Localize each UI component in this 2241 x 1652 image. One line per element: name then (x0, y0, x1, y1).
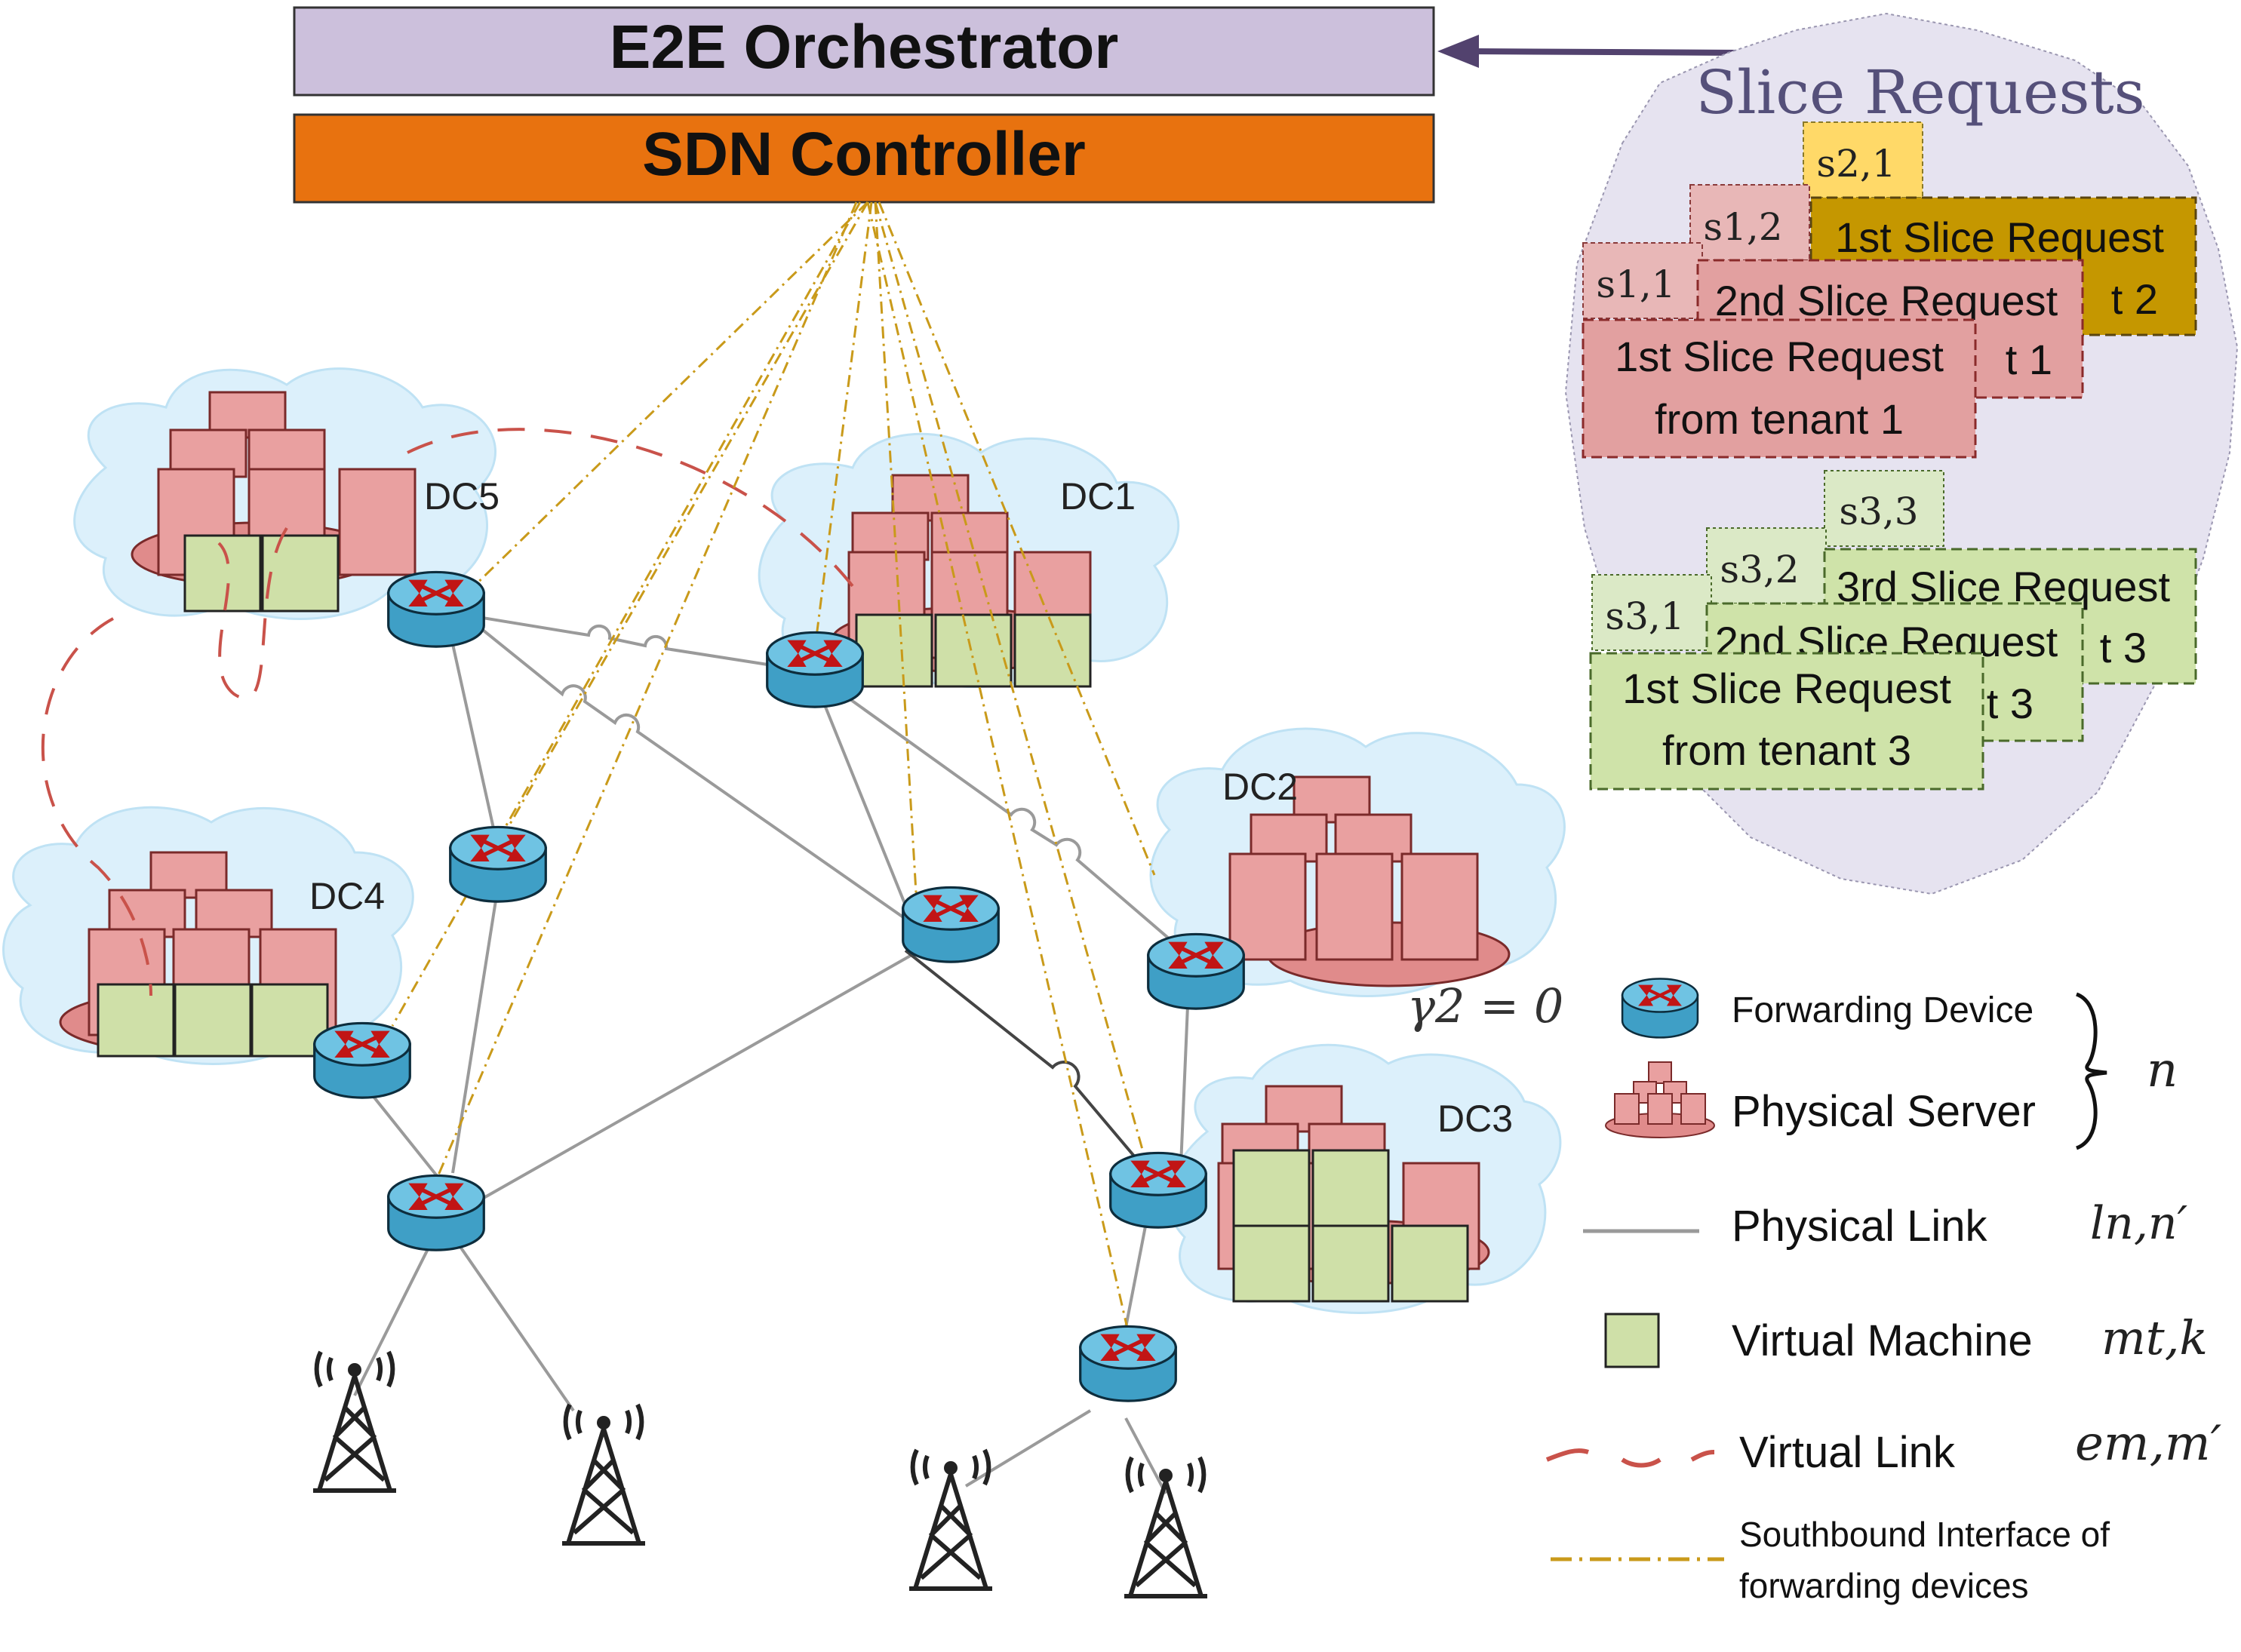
dc5-label: DC5 (424, 475, 500, 517)
legend-n-symbol: n (2147, 1042, 2178, 1098)
virtual-machine (174, 983, 252, 1058)
s33-box (1824, 470, 1944, 547)
legend-virtual-link: Virtual Link (1739, 1428, 1956, 1477)
virtual-machine (1232, 1149, 1311, 1227)
base-stations (313, 1352, 1207, 1596)
physical-server-icon (1605, 1061, 1715, 1138)
request-arrow (1437, 35, 1751, 68)
virtual-links (41, 428, 862, 996)
antenna-icon (562, 1405, 645, 1543)
datacenter-labels: DC1 DC2 DC3 DC4 DC5 (309, 475, 1513, 1140)
s21-box (1803, 121, 1923, 198)
router-bottom-right (1081, 1326, 1176, 1401)
virtual-machine (1232, 1224, 1311, 1303)
southbound-links (391, 201, 1156, 1332)
s31-label: s3,1 (1605, 594, 1684, 638)
dc2-label: DC2 (1222, 766, 1298, 808)
legend: Forwarding Device Physical Server n Phys… (1545, 979, 2222, 1605)
legend-virtual-link-symbol: em,m′ (2075, 1416, 2222, 1472)
tenant3-request-1 (1589, 652, 1984, 791)
tenant3-req1-line1: 1st Slice Request (1622, 665, 1951, 712)
dc1-label: DC1 (1060, 475, 1136, 517)
legend-physical-server: Physical Server (1732, 1087, 2036, 1136)
s32-label: s3,2 (1720, 548, 1799, 591)
tenant1-req2-tail: t 1 (2006, 336, 2052, 383)
server-unit (1228, 852, 1307, 961)
slice-request-panel: Slice Requests s2,1 1st Slice Request t … (1564, 12, 2239, 895)
virtual-machines (97, 534, 1469, 1303)
legend-southbound-line2: forwarding devices (1739, 1566, 2029, 1605)
virtual-machine (1311, 1224, 1390, 1303)
s12-label: s1,2 (1703, 205, 1782, 249)
tenant1-req1-line1: 1st Slice Request (1615, 333, 1944, 380)
server-unit (1400, 852, 1479, 961)
tenant3-req3-tail: t 3 (2100, 624, 2147, 671)
s12-box (1689, 184, 1810, 261)
legend-physical-link: Physical Link (1732, 1202, 1987, 1251)
dc4-label: DC4 (309, 875, 385, 917)
s11-label: s1,1 (1596, 263, 1675, 306)
tenant1-req2-label: 2nd Slice Request (1715, 277, 2058, 324)
legend-virtual-machine: Virtual Machine (1732, 1316, 2033, 1365)
orchestrator-label: E2E Orchestrator (610, 13, 1119, 81)
antenna-icon (313, 1352, 396, 1491)
controller-box: SDN Controller (293, 113, 1435, 204)
legend-physical-link-symbol: ln,n′ (2090, 1197, 2188, 1250)
dc3-label: DC3 (1437, 1098, 1513, 1140)
legend-vm-symbol: mt,k (2101, 1310, 2208, 1365)
antenna-icon (1124, 1457, 1207, 1596)
legend-vm-icon (1604, 1313, 1660, 1368)
legend-virtual-link-line (1545, 1448, 1715, 1468)
slice-requests-title: Slice Requests (1695, 57, 2144, 127)
tenant3-req2-tail: t 3 (1987, 680, 2034, 727)
gamma-annotation: γ2 = 0 (1407, 978, 1563, 1033)
router-bottom-left (389, 1175, 484, 1250)
tenant2-req1-tail: t 2 (2111, 275, 2158, 323)
s11-box (1582, 242, 1703, 319)
legend-forwarding-device: Forwarding Device (1732, 990, 2034, 1030)
virtual-machine (183, 534, 262, 613)
router-mid-left (450, 827, 546, 901)
tenant1-request-1 (1582, 318, 1977, 459)
legend-southbound-line1: Southbound Interface of (1739, 1515, 2110, 1554)
controller-label: SDN Controller (642, 120, 1086, 189)
physical-links (346, 613, 1197, 1494)
virtual-machine (1311, 1149, 1390, 1227)
server-unit (338, 468, 417, 576)
virtual-machine (261, 534, 340, 613)
router-dc5 (389, 572, 484, 646)
tenant1-req1-line2: from tenant 1 (1655, 395, 1904, 443)
server-unit (1315, 852, 1394, 961)
router-dc2 (1148, 934, 1244, 1009)
router-center (903, 887, 999, 962)
antenna-icon (909, 1450, 992, 1589)
orchestrator-box: E2E Orchestrator (293, 6, 1435, 97)
s21-label: s2,1 (1816, 142, 1895, 186)
tenant3-req1-line2: from tenant 3 (1662, 726, 1911, 774)
forwarding-devices (315, 572, 1244, 1401)
virtual-machine (1391, 1224, 1469, 1303)
tenant2-req1-label: 1st Slice Request (1835, 213, 2164, 261)
router-dc3 (1111, 1153, 1207, 1227)
s33-label: s3,3 (1839, 490, 1918, 533)
router-dc1 (767, 632, 863, 707)
forwarding-device-icon (1622, 979, 1698, 1038)
legend-brace (2075, 992, 2107, 1150)
router-dc4 (315, 1023, 410, 1098)
virtual-machine (934, 613, 1013, 688)
virtual-machine (855, 613, 933, 688)
virtual-machine (97, 983, 175, 1058)
tenant3-req3-label: 3rd Slice Request (1837, 563, 2170, 610)
